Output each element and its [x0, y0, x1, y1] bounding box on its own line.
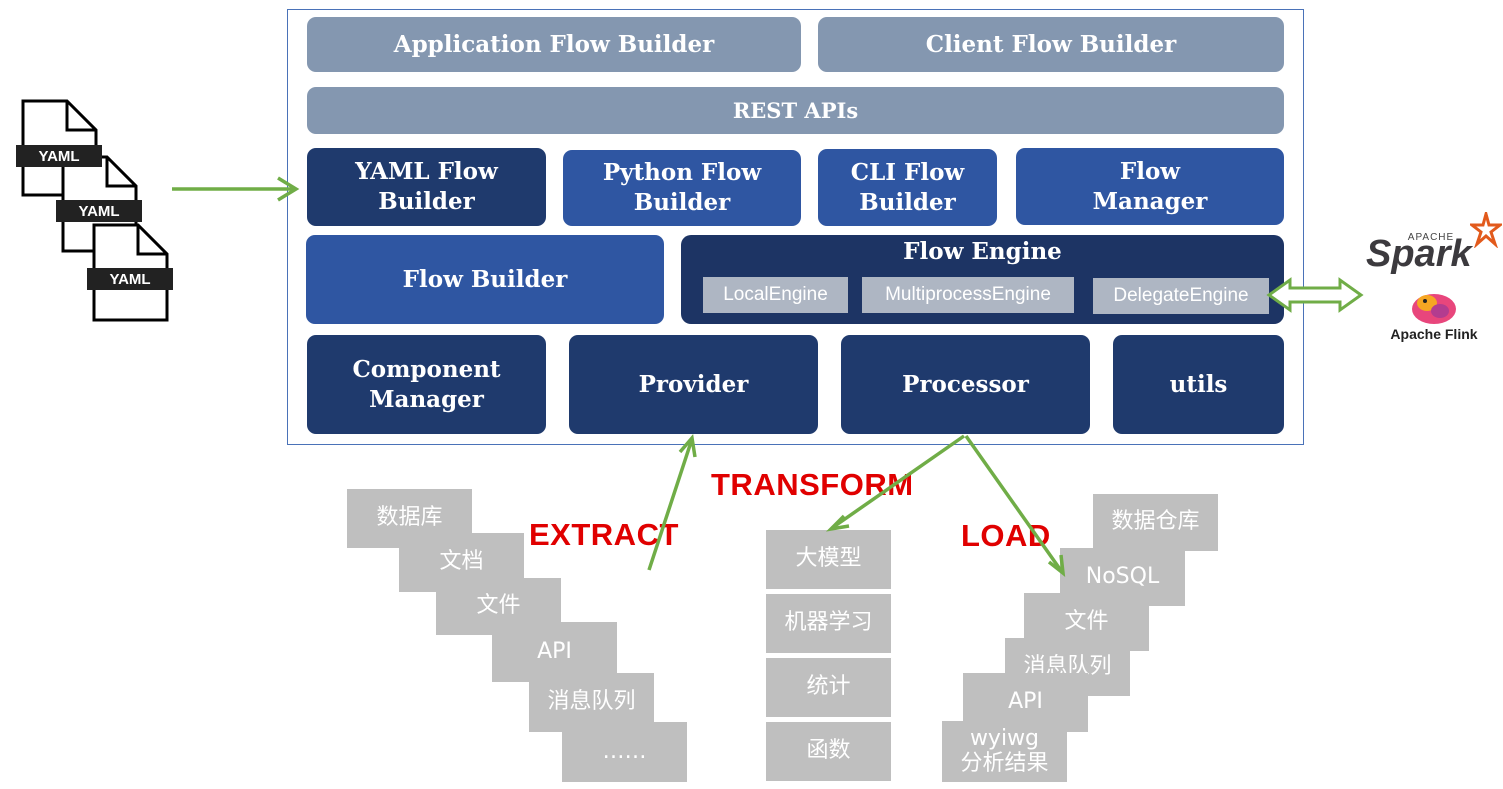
flow-builder[interactable]: Flow Builder [306, 235, 664, 324]
source-tile: API [492, 622, 617, 682]
flow-manager[interactable]: Flow Manager [1016, 148, 1284, 225]
spark-logo: Spark [1366, 233, 1472, 275]
sink-tile: wyiwg 分析结果 [942, 721, 1067, 782]
arrow-head-icon [1047, 554, 1066, 577]
client-flow-builder[interactable]: Client Flow Builder [818, 17, 1284, 72]
flink-logo-label: Apache Flink [1390, 326, 1478, 342]
flink-squirrel-icon [1412, 294, 1456, 324]
processor[interactable]: Processor [841, 335, 1090, 434]
transform-tile: 统计 [766, 658, 891, 717]
source-tile: 文档 [399, 533, 524, 592]
delegate-bidirectional-arrow [1266, 277, 1364, 313]
component-manager[interactable]: Component Manager [307, 335, 546, 434]
transform-tile: 函数 [766, 722, 891, 781]
spark-apache-label: APACHE [1407, 232, 1455, 243]
python-flow-builder[interactable]: Python Flow Builder [563, 150, 801, 226]
yaml-file-label: YAML [56, 200, 142, 222]
multiprocess-engine[interactable]: MultiprocessEngine [862, 277, 1074, 313]
rest-apis[interactable]: REST APIs [307, 87, 1284, 134]
extract-arrow [647, 438, 694, 571]
transform-tile: 机器学习 [766, 594, 891, 653]
application-flow-builder[interactable]: Application Flow Builder [307, 17, 801, 72]
yaml-file-label: YAML [87, 268, 173, 290]
source-tile: …… [562, 722, 687, 782]
arrow-head-icon [277, 176, 300, 202]
local-engine[interactable]: LocalEngine [703, 277, 848, 313]
flow-engine-title: Flow Engine [903, 238, 1062, 266]
delegate-engine[interactable]: DelegateEngine [1093, 278, 1269, 314]
yaml-flow-builder[interactable]: YAML Flow Builder [307, 148, 546, 226]
extract-label: EXTRACT [529, 517, 679, 552]
provider[interactable]: Provider [569, 335, 818, 434]
spark-star-icon [1470, 212, 1502, 248]
load-arrow [964, 434, 1064, 574]
arrow-head-icon [825, 514, 850, 532]
transform-tile: 大模型 [766, 530, 891, 589]
arrow-head-icon [678, 433, 697, 458]
transform-arrow [830, 434, 966, 530]
yaml-file-label: YAML [16, 145, 102, 167]
utils[interactable]: utils [1113, 335, 1284, 434]
sink-tile: 数据仓库 [1093, 494, 1218, 551]
cli-flow-builder[interactable]: CLI Flow Builder [818, 149, 997, 226]
